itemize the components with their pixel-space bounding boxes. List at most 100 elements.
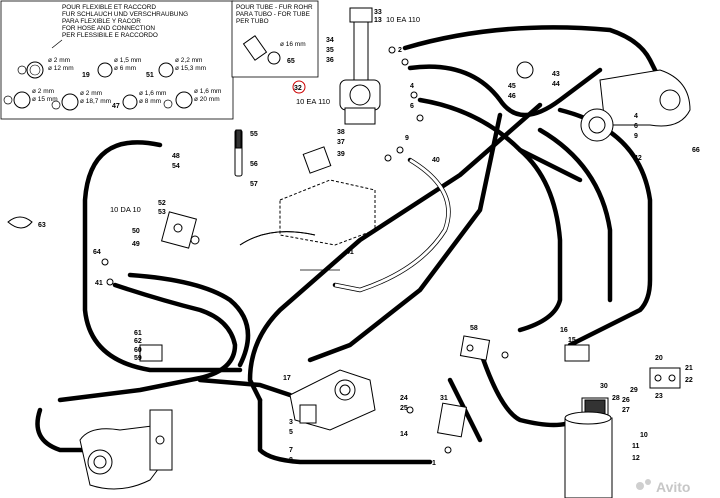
callout-30: 30: [600, 383, 608, 390]
legend-item-47-number: 47: [112, 103, 120, 110]
legend-item-clamp-51: 51 ø 2,2 mm ø 15,3 mm: [146, 57, 206, 79]
callout-14: 14: [400, 431, 408, 438]
callout-15: 15: [568, 337, 576, 344]
callout-44: 44: [552, 81, 560, 88]
left-manifold: 48 54 55 56 57 52 53 50 49 10 DA 10 63 6…: [7, 129, 258, 362]
callout-25: 25: [400, 405, 408, 412]
callout-60: 60: [134, 347, 142, 354]
legend-item-19-dim-b: ø 6 mm: [114, 65, 136, 72]
callout-28: 28: [612, 395, 620, 402]
callout-23: 23: [655, 393, 663, 400]
callout-9-right: 9: [634, 133, 638, 140]
legend-item-clamp-5: ø 2 mm ø 18,7 mm: [51, 90, 111, 111]
legend-tube-box: POUR TUBE - FUR ROHR PARA TUBO - FOR TUB…: [231, 0, 319, 78]
callout-52: 52: [158, 200, 166, 207]
legend-tube-line-2: PARA TUBO - FOR TUBE: [236, 11, 310, 18]
callout-59: 59: [134, 355, 142, 362]
legend-hose-line-2: FUR SCHLAUCH UND VERSCHRAUBUNG: [62, 11, 188, 18]
callout-11: 11: [632, 443, 640, 450]
callout-27: 27: [622, 407, 630, 414]
legend-item-clamp-6: ø 1,6 mm ø 20 mm: [163, 88, 221, 109]
legend-hose-line-3: PARA FLEXIBLE Y RACOR: [62, 18, 141, 25]
callout-38: 38: [337, 129, 345, 136]
right-manifold: 58 16 15 18: [459, 325, 590, 362]
callout-64: 64: [93, 249, 101, 256]
callout-22: 22: [685, 377, 693, 384]
callout-58: 58: [470, 325, 478, 332]
steering-valve: 33 13 34 35 36 32 10 EA 110 10 EA 110 38…: [292, 7, 440, 256]
legend-item-19-number: 19: [82, 72, 90, 79]
watermark: Avito: [636, 479, 690, 495]
callout-29: 29: [630, 387, 638, 394]
legend-tube-line-1: POUR TUBE - FUR ROHR: [236, 4, 313, 11]
callout-42: 42: [634, 155, 642, 162]
callout-13: 13: [374, 17, 382, 24]
legend-item-19-dim-a: ø 1,5 mm: [114, 57, 141, 64]
callout-24: 24: [400, 395, 408, 402]
callout-50: 50: [132, 228, 140, 235]
callout-7: 7: [289, 447, 293, 454]
legend-item-clamp-19: 19 ø 1,5 mm ø 6 mm: [82, 57, 141, 79]
legend-tube-dim: ø 16 mm: [280, 41, 306, 48]
callout-8: 8: [289, 457, 293, 464]
callout-2-top: 2: [398, 47, 402, 54]
ref-10-ea-110-top: 10 EA 110: [386, 15, 420, 24]
right-motor: 66 45 46 43 44 4 6 9 42: [508, 61, 700, 162]
callout-5: 5: [289, 429, 293, 436]
callout-32: 32: [294, 85, 302, 92]
ref-10-da-10: 10 DA 10: [110, 205, 141, 214]
callout-31: 31: [440, 395, 448, 402]
callout-63: 63: [38, 222, 46, 229]
callout-39: 39: [337, 151, 345, 158]
callout-34: 34: [326, 37, 334, 44]
legend-item-4-dim-b: ø 15 mm: [32, 96, 58, 103]
callout-56: 56: [250, 161, 258, 168]
callout-16: 16: [560, 327, 568, 334]
callout-17: 17: [283, 375, 291, 382]
legend-item-51-dim-a: ø 2,2 mm: [175, 57, 202, 64]
watermark-text: Avito: [656, 479, 690, 495]
callout-53: 53: [158, 209, 166, 216]
callout-66: 66: [692, 147, 700, 154]
legend-item-4-dim-a: ø 2 mm: [32, 88, 54, 95]
callout-21: 21: [685, 365, 693, 372]
callout-26: 26: [622, 397, 630, 404]
right-bracket: 20 21 22 23 26 27 28 29 30 10 11 12: [600, 355, 693, 462]
callout-61: 61: [134, 330, 142, 337]
legend-hose-line-5: PER FLESSIBILE E RACCORDO: [62, 32, 158, 39]
legend-item-51-number: 51: [146, 72, 154, 79]
callout-55: 55: [250, 131, 258, 138]
callout-9-top: 9: [405, 135, 409, 142]
legend-hose-line-4: FOR HOSE AND CONNECTION: [62, 25, 155, 32]
legend-item-6-dim-a: ø 1,6 mm: [194, 88, 221, 95]
legend-tube-line-3: PER TUBO: [236, 18, 269, 25]
legend-item-5-dim-a: ø 2 mm: [80, 90, 102, 97]
callout-43: 43: [552, 71, 560, 78]
callout-3: 3: [289, 419, 293, 426]
callout-35: 35: [326, 47, 334, 54]
callout-62: 62: [134, 338, 142, 345]
bottom-fittings: 24 25 31 14 1: [400, 395, 468, 467]
ref-10-ea-110-mid: 10 EA 110: [296, 97, 330, 106]
callout-48: 48: [172, 153, 180, 160]
callout-46: 46: [508, 93, 516, 100]
frame-structure: [239, 146, 376, 271]
callout-6-right: 6: [634, 123, 638, 130]
legend-item-47-dim-a: ø 1,6 mm: [139, 90, 166, 97]
callout-40: 40: [432, 157, 440, 164]
callout-57: 57: [250, 181, 258, 188]
callout-1: 1: [432, 460, 436, 467]
hose-lines: [35, 25, 663, 465]
callout-54: 54: [172, 163, 180, 170]
callout-37: 37: [337, 139, 345, 146]
callout-4-right: 4: [634, 113, 638, 120]
legend-hose-line-1: POUR FLEXIBLE ET RACCORD: [62, 4, 156, 11]
gear-pump: 17 3 5 7 8: [283, 369, 376, 464]
legend-item-5-dim-b: ø 18,7 mm: [80, 98, 111, 105]
lower-left-pump: [79, 409, 173, 490]
callout-12: 12: [632, 455, 640, 462]
callout-6-top: 6: [410, 103, 414, 110]
legend-item-51-dim-b: ø 15,3 mm: [175, 65, 206, 72]
legend-tube-number: 65: [287, 58, 295, 65]
